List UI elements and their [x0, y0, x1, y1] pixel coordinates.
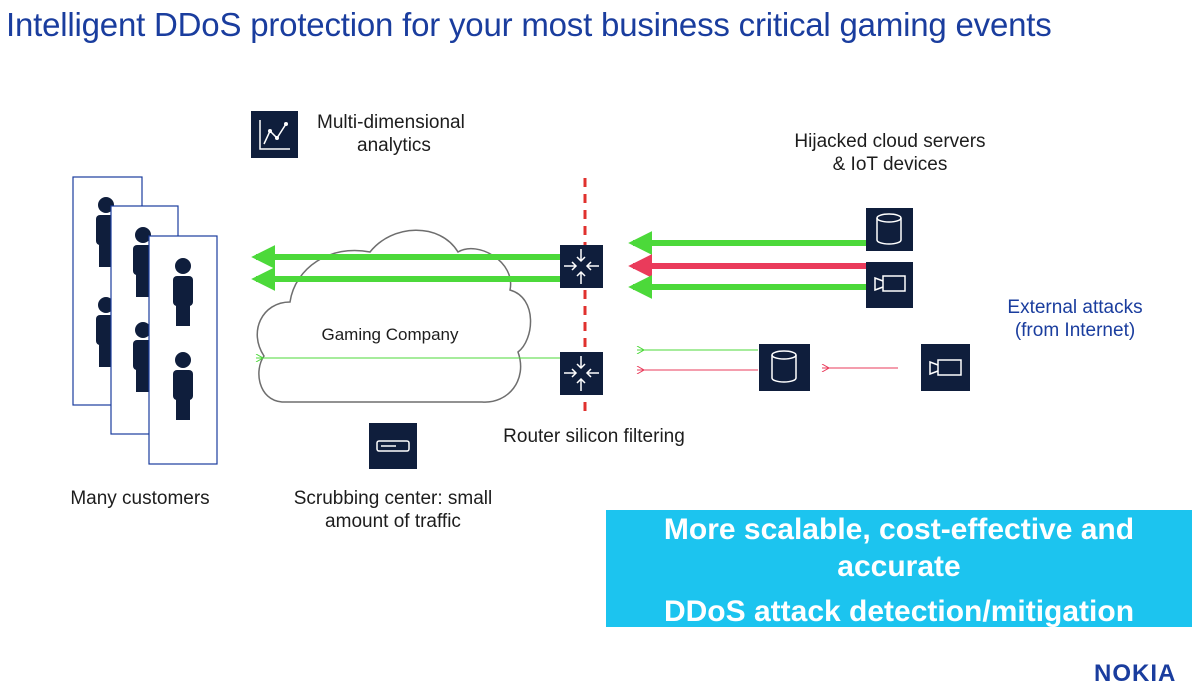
router-filtering-label: Router silicon filtering — [503, 426, 685, 447]
external-label-line2: (from Internet) — [1014, 320, 1136, 341]
router-icon — [560, 352, 603, 395]
customers-label: Many customers — [70, 488, 210, 509]
line-chart-icon — [251, 111, 298, 158]
scrubbing-label-line1: Scrubbing center: small — [293, 488, 493, 509]
scrubbing-label-line2: amount of traffic — [325, 511, 461, 532]
nokia-logo: NOKIA — [1094, 660, 1177, 687]
hijacked-label-line2: & IoT devices — [832, 154, 948, 175]
hijacked-devices-label: Hijacked cloud servers & IoT devices — [770, 130, 1010, 176]
scrubbing-appliance-icon — [369, 423, 417, 469]
callout-line1: More scalable, cost-effective and — [663, 513, 1135, 546]
camera-icon — [921, 344, 970, 391]
database-icon — [759, 344, 810, 391]
callout-line2: accurate — [837, 550, 961, 583]
analytics-label-line1: Multi-dimensional — [317, 112, 465, 133]
page-title: Intelligent DDoS protection for your mos… — [6, 6, 1052, 43]
gaming-company-cloud — [256, 229, 532, 403]
analytics-label: Multi-dimensional analytics — [317, 111, 465, 157]
external-label-line1: External attacks — [1007, 297, 1143, 318]
external-attacks-label: External attacks (from Internet) — [985, 296, 1165, 342]
hijacked-label-line1: Hijacked cloud servers — [794, 131, 986, 152]
analytics-label-line2: analytics — [357, 135, 431, 156]
scrubbing-center-label: Scrubbing center: small amount of traffi… — [268, 487, 518, 533]
customer-card-front — [148, 235, 218, 465]
database-icon — [866, 208, 913, 251]
callout-line3: DDoS attack detection/mitigation — [663, 595, 1135, 627]
camera-icon — [866, 262, 913, 308]
person-icon — [173, 258, 193, 326]
router-icon — [560, 245, 603, 288]
gaming-company-label: Gaming Company — [321, 325, 459, 344]
person-icon — [173, 352, 193, 420]
callout-banner: More scalable, cost-effective and accura… — [606, 510, 1192, 627]
